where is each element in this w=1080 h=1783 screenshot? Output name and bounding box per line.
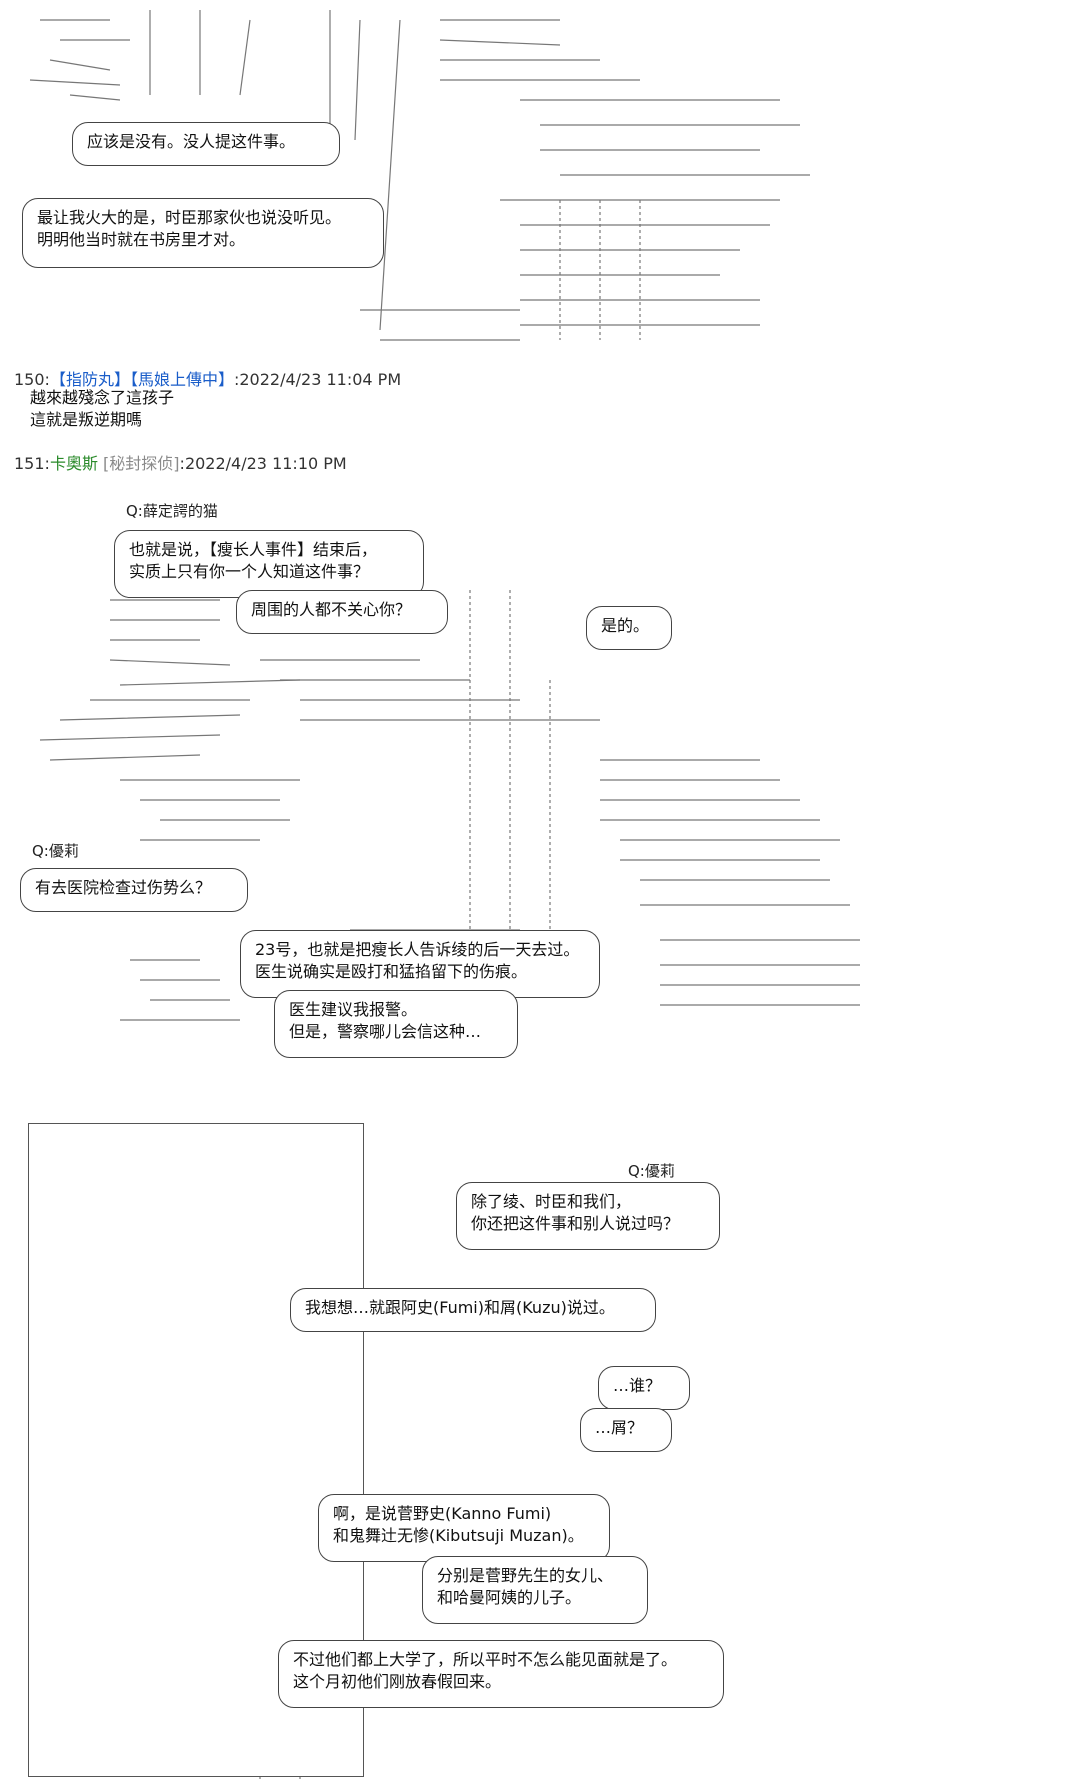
- bubble-line: …谁？: [613, 1376, 662, 1395]
- speech-bubble-top-2: 最让我火大的是，时臣那家伙也说没听见。 明明他当时就在书房里才对。: [22, 198, 384, 268]
- speech-bubble-s2-4: 有去医院检查过伤势么？: [20, 868, 248, 912]
- post-timestamp: :2022/4/23 11:10 PM: [179, 454, 347, 473]
- bubble-line: 不过他们都上大学了，所以平时不怎么能见面就是了。: [293, 1650, 678, 1669]
- speech-bubble-s3-6: 分别是菅野先生的女儿、 和哈曼阿姨的儿子。: [422, 1556, 648, 1624]
- speech-bubble-s2-2: 周围的人都不关心你？: [236, 590, 448, 634]
- bubble-line: 应该是没有。没人提这件事。: [87, 132, 296, 151]
- speech-bubble-s3-5: 啊，是说菅野史(Kanno Fumi) 和鬼舞辻无惨(Kibutsuji Muz…: [318, 1494, 610, 1562]
- post-line: 越來越殘念了這孩子: [30, 388, 175, 407]
- post-number: 151:: [14, 454, 50, 473]
- bubble-line: 有去医院检查过伤势么？: [35, 878, 212, 897]
- question-label-cat: Q:薛定諤的猫: [126, 502, 218, 520]
- bubble-line: 分别是菅野先生的女儿、: [437, 1566, 614, 1585]
- speech-bubble-top-1: 应该是没有。没人提这件事。: [72, 122, 340, 166]
- speech-bubble-s3-7: 不过他们都上大学了，所以平时不怎么能见面就是了。 这个月初他们刚放春假回来。: [278, 1640, 724, 1708]
- post-number: 150:: [14, 370, 50, 389]
- bubble-line: 除了绫、时臣和我们，: [471, 1192, 632, 1211]
- post-body-150: 越來越殘念了這孩子 這就是叛逆期嗎: [30, 387, 174, 431]
- speech-bubble-s3-4: …屑？: [580, 1408, 672, 1452]
- bubble-line: 医生说确实是殴打和猛掐留下的伤痕。: [255, 962, 528, 981]
- speech-bubble-s3-2: 我想想…就跟阿史(Fumi)和屑(Kuzu)说过。: [290, 1288, 656, 1332]
- bubble-line: 你还把这件事和别人说过吗？: [471, 1214, 680, 1233]
- bubble-line: 我想想…就跟阿史(Fumi)和屑(Kuzu)说过。: [305, 1298, 615, 1317]
- bubble-line: 23号，也就是把瘦长人告诉绫的后一天去过。: [255, 940, 580, 959]
- bubble-line: 也就是说，【瘦长人事件】结束后，: [129, 540, 378, 559]
- speech-bubble-s3-3: …谁？: [598, 1366, 690, 1410]
- post-author-link[interactable]: 【指防丸】【馬娘上傳中】: [49, 370, 234, 389]
- question-label-yuri: Q:優莉: [32, 842, 79, 860]
- bubble-line: 最让我火大的是，时臣那家伙也说没听见。: [37, 208, 342, 227]
- bubble-line: 但是，警察哪儿会信这种…: [289, 1022, 482, 1041]
- bubble-line: 周围的人都不关心你？: [251, 600, 412, 619]
- bubble-line: 医生建议我报警。: [289, 1000, 418, 1019]
- speech-bubble-s2-3: 是的。: [586, 606, 672, 650]
- speech-bubble-s2-1: 也就是说，【瘦长人事件】结束后， 实质上只有你一个人知道这件事？: [114, 530, 424, 598]
- post-header-150: 150:【指防丸】【馬娘上傳中】:2022/4/23 11:04 PM: [14, 366, 401, 390]
- post-line: 這就是叛逆期嗎: [30, 410, 143, 429]
- speech-bubble-s3-1: 除了绫、时臣和我们， 你还把这件事和别人说过吗？: [456, 1182, 720, 1250]
- bubble-line: …屑？: [595, 1418, 644, 1437]
- bubble-line: 啊，是说菅野史(Kanno Fumi): [333, 1504, 552, 1523]
- speech-bubble-s2-5: 23号，也就是把瘦长人告诉绫的后一天去过。 医生说确实是殴打和猛掐留下的伤痕。: [240, 930, 600, 998]
- post-author-link[interactable]: 卡奧斯: [49, 454, 98, 473]
- bubble-line: 实质上只有你一个人知道这件事？: [129, 562, 370, 581]
- bubble-line: 是的。: [601, 616, 650, 635]
- post-trip: [秘封探侦]: [103, 454, 180, 473]
- bubble-line: 明明他当时就在书房里才对。: [37, 230, 246, 249]
- question-label-yuri: Q:優莉: [628, 1162, 675, 1180]
- post-header-151: 151:卡奧斯 [秘封探侦]:2022/4/23 11:10 PM: [14, 450, 347, 474]
- bubble-line: 这个月初他们刚放春假回来。: [293, 1672, 502, 1691]
- bubble-line: 和鬼舞辻无惨(Kibutsuji Muzan)。: [333, 1526, 584, 1545]
- bubble-line: 和哈曼阿姨的儿子。: [437, 1588, 582, 1607]
- post-timestamp: :2022/4/23 11:04 PM: [233, 370, 402, 389]
- speech-bubble-s2-6: 医生建议我报警。 但是，警察哪儿会信这种…: [274, 990, 518, 1058]
